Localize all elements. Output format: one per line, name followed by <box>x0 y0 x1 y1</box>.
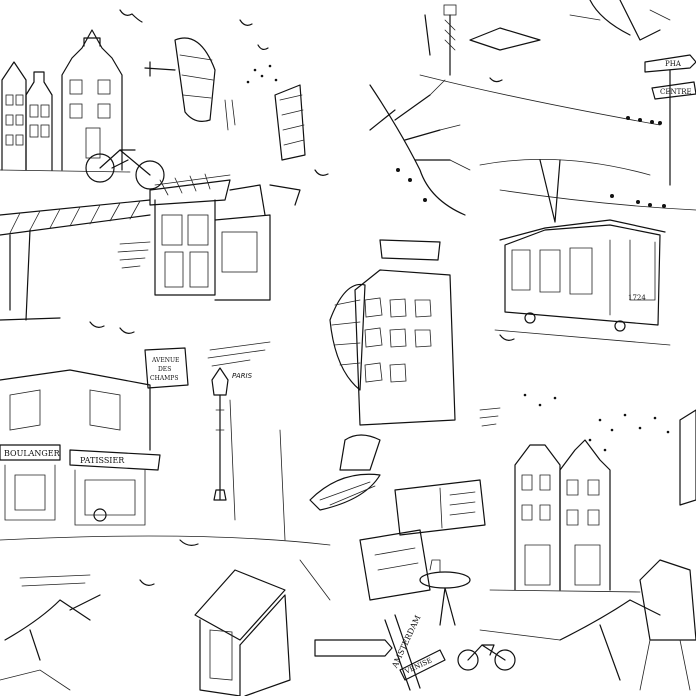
tram: 1724 <box>494 159 671 346</box>
bicycle-bottom-right <box>457 644 516 671</box>
tree-bottom-left <box>0 594 101 691</box>
gondola-boat <box>309 434 381 511</box>
kiosk-bottom <box>194 569 291 696</box>
tree-top-right <box>569 0 671 41</box>
bicycle-sketch <box>85 149 165 190</box>
lamp-post-top <box>424 4 541 76</box>
boulangerie-shopfront: BOULANGER PATISSIER <box>0 369 331 546</box>
sign-avenue-1: AVENUE <box>151 357 179 364</box>
sign-pha: PHA <box>665 60 682 68</box>
sign-centre: CENTRE <box>660 88 692 96</box>
note-paris: PARIS <box>232 372 253 380</box>
leaning-building <box>329 239 456 426</box>
boat-hull <box>144 37 216 122</box>
direction-sign-top-right: PHA CENTRE <box>644 54 696 186</box>
direction-sign-bottom: AMSTERDAM VENISE <box>314 614 446 691</box>
bridge-girder <box>0 199 151 321</box>
tram-number: 1724 <box>628 294 646 302</box>
bird-flock-dots <box>246 64 670 452</box>
dutch-houses-bottom-right <box>489 409 696 593</box>
birds-on-wire <box>610 116 666 208</box>
lamp-post-middle <box>211 367 229 501</box>
flying-birds <box>89 9 515 586</box>
canal-houses-top-left <box>0 29 131 173</box>
tree-bottom-right <box>559 559 696 691</box>
bench <box>274 84 306 161</box>
street-sign-avenue: AVENUE DES CHAMPS PARIS <box>144 347 253 389</box>
tree-branch-top <box>369 79 471 216</box>
postcards-and-table <box>359 479 486 626</box>
overhead-wires <box>419 74 696 211</box>
sign-patissier: PATISSIER <box>80 456 125 465</box>
sign-avenue-2: DES <box>158 366 171 373</box>
ground-lines <box>229 399 561 641</box>
handwritten-notes <box>19 99 501 587</box>
sign-avenue-3: CHAMPS <box>150 375 178 382</box>
cafe-facade <box>149 173 301 301</box>
sign-boulanger: BOULANGER <box>4 449 61 458</box>
